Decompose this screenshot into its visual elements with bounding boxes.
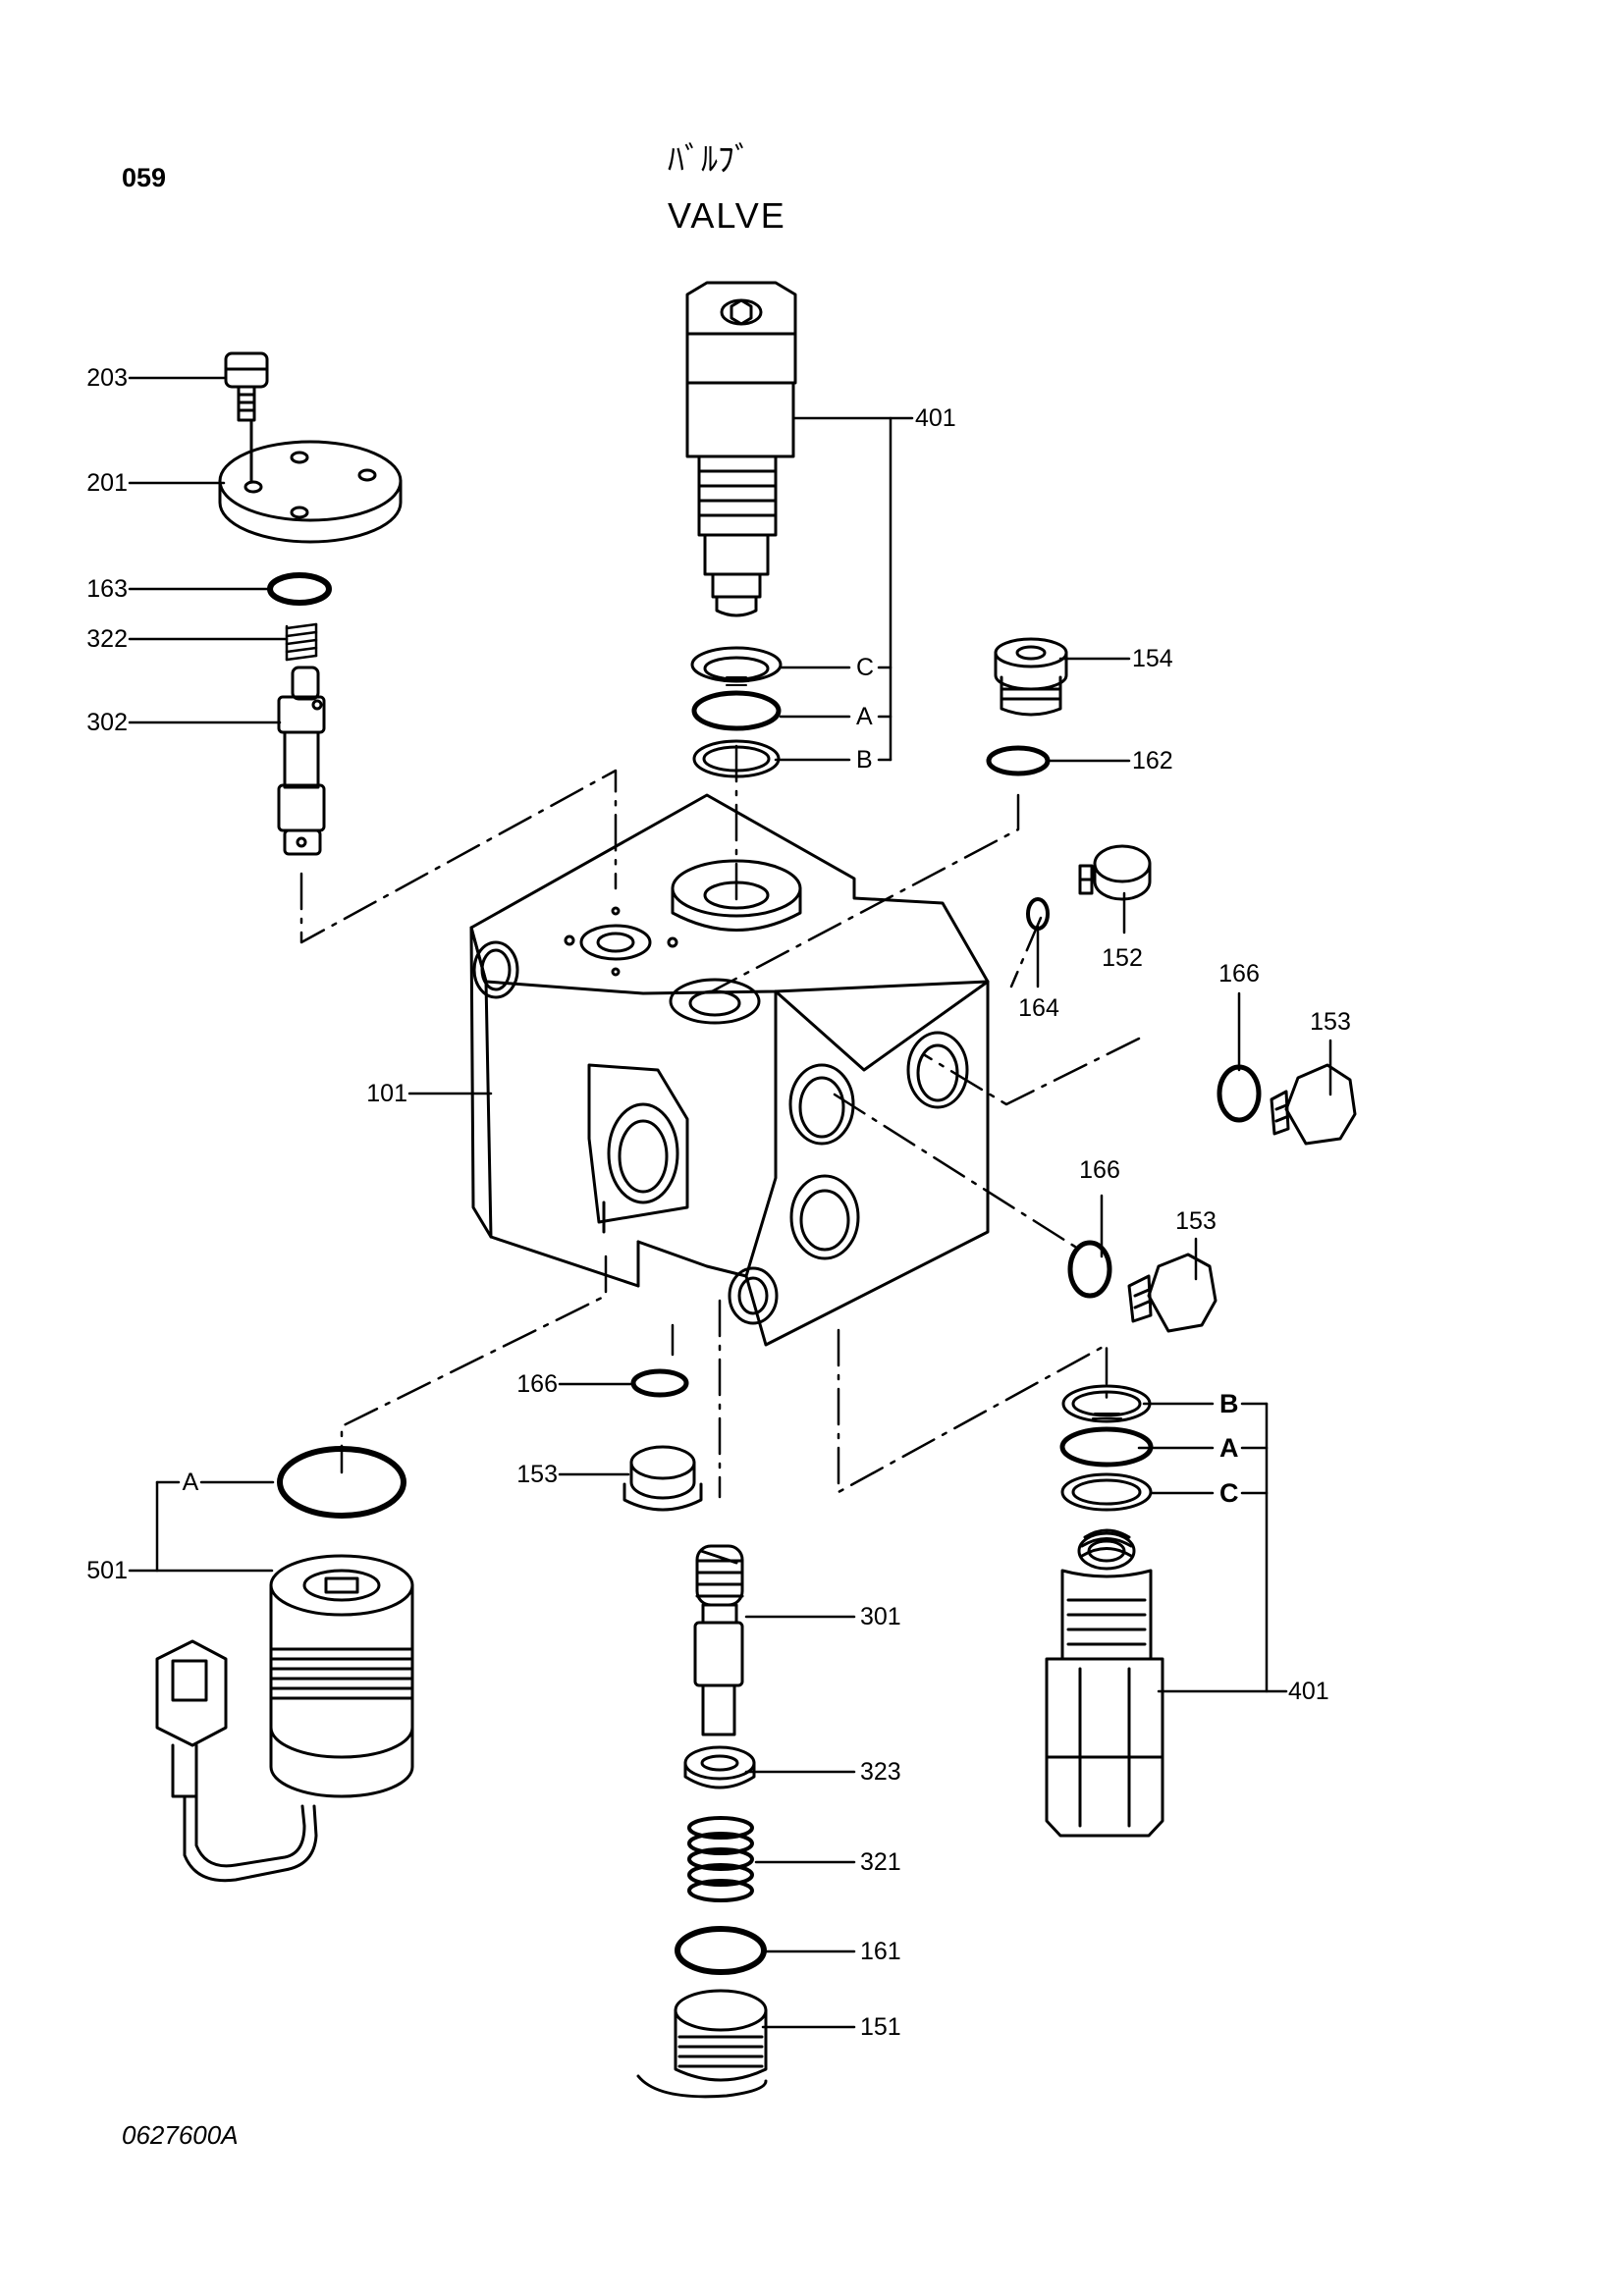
part-401-top-seal-b: [692, 739, 781, 778]
callout-154: 154: [1132, 645, 1173, 672]
callout-153-r1: 153: [1310, 1008, 1351, 1036]
callout-401-bottom-b: B: [1219, 1389, 1239, 1418]
part-154-plug: [994, 637, 1068, 717]
part-203-cap-screw: [224, 351, 269, 422]
center-lines: [299, 744, 1141, 1499]
part-162-o-ring: [986, 745, 1051, 776]
callout-401-top-a: A: [856, 703, 873, 730]
part-161-o-ring: [675, 1926, 767, 1975]
callout-401-top-b: B: [856, 746, 873, 774]
title-english: VALVE: [668, 195, 786, 236]
part-153-plug-left: [622, 1445, 703, 1512]
callout-152: 152: [1102, 944, 1143, 972]
callout-401-bottom: 401: [1288, 1678, 1329, 1705]
part-323-seat: [683, 1745, 756, 1789]
callout-501: 501: [86, 1557, 128, 1584]
drawing-code: 0627600A: [122, 2120, 239, 2150]
callout-401-top-c: C: [856, 654, 875, 681]
part-501-solenoid: [155, 1554, 414, 1883]
part-201-cover: [218, 418, 403, 544]
part-401-bottom-seal-b: [1061, 1384, 1152, 1423]
callout-302: 302: [86, 709, 128, 736]
part-322-spring: [285, 622, 318, 662]
callout-163: 163: [86, 575, 128, 603]
callout-301: 301: [860, 1603, 901, 1630]
callout-501-a: A: [182, 1468, 199, 1496]
part-152-plug: [1078, 844, 1152, 901]
callout-153-left: 153: [516, 1461, 558, 1488]
callout-166-left: 166: [516, 1370, 558, 1398]
callout-323: 323: [860, 1758, 901, 1786]
part-163-o-ring: [267, 572, 332, 606]
callout-401-top: 401: [915, 404, 956, 432]
part-153-plug-lower: [1127, 1253, 1217, 1333]
title-japanese: ﾊﾞﾙﾌﾞ: [668, 141, 751, 179]
part-166-o-ring-lower: [1067, 1240, 1112, 1299]
part-166-o-ring-left: [630, 1368, 689, 1398]
callout-166-r1: 166: [1218, 960, 1260, 988]
part-401-bottom-seal-c: [1060, 1472, 1153, 1512]
callout-203: 203: [86, 364, 128, 392]
page-number: 059: [122, 163, 167, 192]
part-166-o-ring-upper: [1217, 1064, 1262, 1123]
callout-401-bottom-c: C: [1219, 1478, 1239, 1508]
callout-322: 322: [86, 625, 128, 653]
callout-162: 162: [1132, 747, 1173, 774]
callout-161: 161: [860, 1938, 901, 1965]
callout-101: 101: [366, 1080, 407, 1107]
callout-201: 201: [86, 469, 128, 497]
part-401-top-seal-a: [691, 690, 782, 731]
part-302-spool: [277, 666, 326, 856]
part-401-bottom-valve: [1045, 1528, 1164, 1838]
callout-164: 164: [1018, 994, 1059, 1022]
callout-401-bottom-a: A: [1219, 1433, 1239, 1463]
part-321-spring: [687, 1816, 754, 1902]
part-101-valve-body: [469, 793, 990, 1347]
callout-153-r2: 153: [1175, 1207, 1217, 1235]
leader-lines: [128, 376, 1332, 2029]
part-301-spool: [693, 1544, 744, 1736]
part-153-plug-upper: [1270, 1063, 1357, 1146]
part-401-top-seal-c: [690, 646, 783, 683]
seal-stripes-bottom: [1092, 1413, 1122, 1419]
part-501-o-ring-a: [277, 1446, 406, 1519]
callout-321: 321: [860, 1848, 901, 1876]
part-164-o-ring: [1026, 897, 1050, 931]
seal-stripes: [724, 676, 749, 686]
part-401-top-valve: [685, 281, 797, 617]
part-151-plug: [636, 1989, 768, 2099]
callout-166-r2: 166: [1079, 1156, 1120, 1184]
part-401-bottom-seal-a: [1059, 1426, 1154, 1468]
callout-151: 151: [860, 2013, 901, 2041]
